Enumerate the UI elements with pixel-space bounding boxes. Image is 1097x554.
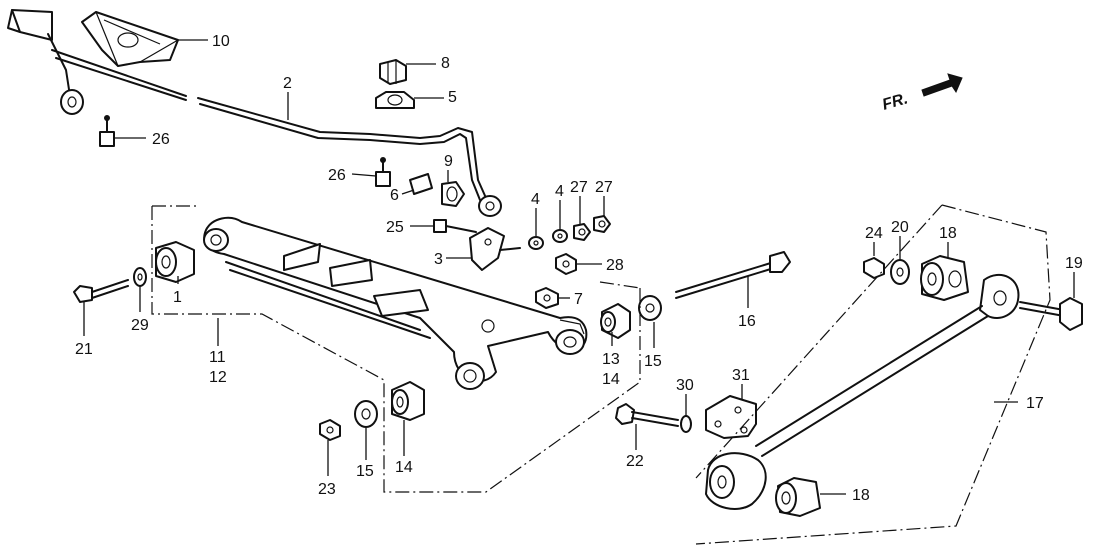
washer-30 bbox=[680, 415, 692, 433]
callout-25: 25 bbox=[386, 219, 404, 236]
callout-24: 24 bbox=[865, 225, 883, 242]
callout-22: 22 bbox=[626, 453, 644, 470]
bracket-3 bbox=[469, 227, 521, 271]
callout-8: 8 bbox=[441, 55, 450, 72]
bolt-26-center bbox=[375, 157, 391, 187]
washer-4a bbox=[528, 236, 544, 250]
radius-rod-17 bbox=[705, 273, 1020, 510]
stabilizer-bracket-10 bbox=[7, 9, 179, 67]
callout-4a: 4 bbox=[531, 191, 540, 208]
washer-15-right bbox=[638, 295, 662, 321]
clamp-5 bbox=[375, 91, 415, 109]
callout-4b: 4 bbox=[555, 183, 564, 200]
callout-20: 20 bbox=[891, 219, 909, 236]
nut-23 bbox=[319, 419, 341, 441]
bushing-8 bbox=[379, 59, 407, 85]
callout-labels: 10 8 5 2 26 26 9 6 4 4 27 27 25 3 28 7 1… bbox=[75, 33, 1083, 504]
bushing-1 bbox=[155, 241, 195, 283]
stabilizer-bar-2 bbox=[197, 97, 502, 217]
callout-15-left: 15 bbox=[356, 463, 374, 480]
callout-23: 23 bbox=[318, 481, 336, 498]
bracket-31 bbox=[705, 395, 757, 439]
bolt-19 bbox=[1019, 297, 1083, 331]
nut-28 bbox=[555, 253, 577, 275]
callout-12: 12 bbox=[209, 369, 227, 386]
callout-31: 31 bbox=[732, 367, 750, 384]
washer-20 bbox=[890, 259, 910, 285]
leader-lines bbox=[83, 39, 1075, 495]
nut-7 bbox=[535, 287, 559, 309]
group-boundary-lines bbox=[151, 204, 1051, 545]
callout-18-lower: 18 bbox=[852, 487, 870, 504]
callout-26-upper: 26 bbox=[152, 131, 170, 148]
callout-10: 10 bbox=[212, 33, 230, 50]
callout-6: 6 bbox=[390, 187, 399, 204]
callout-17: 17 bbox=[1026, 395, 1044, 412]
washer-15-left bbox=[354, 400, 378, 428]
bolt-16 bbox=[675, 251, 791, 299]
bolt-25 bbox=[433, 219, 477, 233]
callout-27a: 27 bbox=[570, 179, 588, 196]
bushing-18-upper bbox=[920, 255, 969, 301]
callout-18-upper: 18 bbox=[939, 225, 957, 242]
callout-13: 13 bbox=[602, 351, 620, 368]
callout-26-center: 26 bbox=[328, 167, 346, 184]
bushing-14-left bbox=[391, 381, 425, 421]
trailing-arm-11-12 bbox=[203, 216, 588, 390]
bushing-9 bbox=[441, 181, 465, 207]
callout-28: 28 bbox=[606, 257, 624, 274]
front-direction-indicator: FR. bbox=[880, 73, 963, 114]
bolt-21 bbox=[73, 279, 129, 303]
callout-14-right: 14 bbox=[602, 371, 620, 388]
callout-5: 5 bbox=[448, 89, 457, 106]
callout-15-right: 15 bbox=[644, 353, 662, 370]
washer-29 bbox=[133, 267, 147, 287]
callout-9: 9 bbox=[444, 153, 453, 170]
bolt-22 bbox=[615, 403, 679, 427]
callout-11: 11 bbox=[209, 349, 226, 366]
nut-27a bbox=[573, 223, 591, 241]
callout-2: 2 bbox=[283, 75, 292, 92]
callout-1: 1 bbox=[173, 289, 182, 306]
collar-6 bbox=[409, 173, 433, 195]
bolt-26-upper bbox=[99, 115, 115, 147]
front-label: FR. bbox=[880, 90, 909, 113]
callout-7: 7 bbox=[574, 291, 583, 308]
stabilizer-link-end bbox=[47, 33, 187, 115]
callout-3: 3 bbox=[434, 251, 443, 268]
washer-4b bbox=[552, 229, 568, 243]
nut-27b bbox=[593, 215, 611, 233]
callout-27b: 27 bbox=[595, 179, 613, 196]
nut-24 bbox=[863, 257, 885, 279]
front-arrow-icon bbox=[921, 73, 963, 97]
callout-29: 29 bbox=[131, 317, 149, 334]
callout-30: 30 bbox=[676, 377, 694, 394]
bushing-13-14 bbox=[600, 303, 631, 339]
callout-16: 16 bbox=[738, 313, 756, 330]
bushing-18-lower bbox=[775, 477, 821, 517]
callout-21: 21 bbox=[75, 341, 93, 358]
callout-19: 19 bbox=[1065, 255, 1083, 272]
callout-14-left: 14 bbox=[395, 459, 413, 476]
